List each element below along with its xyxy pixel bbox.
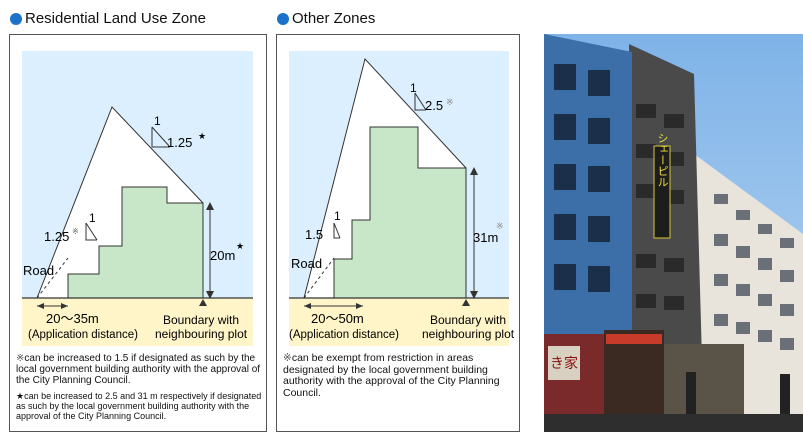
- street-photo-illustration: シェーピル き家: [544, 34, 803, 432]
- height-arrow-up-icon: [470, 167, 478, 175]
- awning: [606, 334, 662, 344]
- boundary-line2: neighbouring plot: [422, 327, 515, 341]
- bullet-dot-icon: [277, 12, 289, 25]
- road-slope-hyp: [85, 222, 98, 241]
- height-value: 31m: [473, 230, 498, 245]
- top-slope-value: 2.5: [425, 98, 443, 113]
- top-slope-value: 1.25: [167, 135, 192, 150]
- right-diagram-frame: 1 2.5 ※ 1 1.5 31m ※ Road 20～50m (Applica…: [276, 34, 520, 432]
- boundary-line1: Boundary with: [163, 313, 239, 327]
- note-mark: ※: [16, 353, 25, 364]
- road-slope-line: [36, 257, 69, 299]
- boundary-line1: Boundary with: [430, 313, 506, 327]
- street: [544, 414, 803, 432]
- note-text: can be increased to 1.5 if designated as…: [16, 353, 261, 386]
- right-setback-diagram: 1 2.5 ※ 1 1.5 31m ※ Road 20～50m (Applica…: [289, 51, 515, 346]
- distance-note: (Application distance): [289, 329, 399, 341]
- distance-value: 20～50m: [311, 311, 364, 326]
- top-slope-hyp: [151, 126, 171, 148]
- top-slope-hyp: [414, 92, 427, 111]
- distance-note: (Application distance): [28, 329, 138, 341]
- road-slope-value: 1.5: [305, 227, 323, 242]
- left-note-1: ※can be increased to 1.5 if designated a…: [16, 353, 262, 386]
- road-slope-value: 1.25: [44, 229, 69, 244]
- height-arrow-down-icon: [470, 291, 478, 299]
- top-slope-mark: ★: [198, 131, 206, 141]
- road-slope-triangle: [333, 223, 340, 239]
- left-panel-title: Residential Land Use Zone: [10, 10, 206, 27]
- distance-arrow-right-icon: [61, 303, 68, 309]
- road-slope-one: 1: [89, 211, 96, 225]
- note-mark: ★: [16, 391, 25, 401]
- top-slope-triangle: [151, 127, 170, 148]
- height-arrow-down-icon: [206, 291, 214, 299]
- bullet-dot-icon: [10, 12, 22, 25]
- road-label: Road: [291, 256, 322, 271]
- road-slope-line: [303, 257, 335, 299]
- distance-value: 20～35m: [46, 311, 99, 326]
- road-label: Road: [23, 263, 54, 278]
- height-value: 20m: [210, 248, 235, 263]
- height-mark: ※: [496, 221, 504, 231]
- height-arrow-up-icon: [206, 202, 214, 210]
- left-note-2: ★can be increased to 2.5 and 31 m respec…: [16, 391, 262, 421]
- top-slope-one: 1: [410, 81, 417, 95]
- boundary-marker-icon: [199, 299, 207, 306]
- top-slope-one: 1: [154, 114, 161, 128]
- road-slope-one: 1: [334, 209, 341, 223]
- distance-arrow-right-icon: [356, 303, 363, 309]
- road-slope-triangle: [85, 223, 97, 241]
- street-photo: シェーピル き家: [544, 34, 803, 432]
- right-note-1: ※can be exempt from restriction in areas…: [283, 352, 515, 399]
- note-text: can be increased to 2.5 and 31 m respect…: [16, 391, 262, 421]
- right-panel-title: Other Zones: [277, 10, 375, 27]
- pedestrian: [686, 372, 696, 414]
- left-diagram-frame: 1 1.25 ★ 1 1.25 ※ 20m ★ Road 20～35m (App…: [9, 34, 267, 432]
- vertical-sign-text: シェーピル: [656, 133, 669, 188]
- road-slope-hyp: [333, 222, 341, 239]
- note-text: can be exempt from restriction in areas …: [283, 352, 500, 399]
- vertical-shop-sign: [653, 145, 671, 239]
- left-panel-title-text: Residential Land Use Zone: [25, 10, 206, 27]
- shop-banner-text: き家: [550, 355, 578, 371]
- building-shape: [333, 126, 467, 299]
- right-panel-title-text: Other Zones: [292, 10, 376, 27]
- top-slope-triangle: [414, 93, 426, 111]
- height-mark: ★: [236, 241, 244, 251]
- building-shape: [67, 186, 204, 299]
- shop-banner: [548, 346, 580, 380]
- boundary-line2: neighbouring plot: [155, 327, 248, 341]
- boundary-marker-icon: [462, 299, 470, 306]
- road-slope-mark: ※: [72, 227, 79, 236]
- left-setback-diagram: 1 1.25 ★ 1 1.25 ※ 20m ★ Road 20～35m (App…: [22, 51, 253, 346]
- pedestrian: [780, 374, 790, 414]
- note-mark: ※: [283, 352, 292, 364]
- top-slope-mark: ※: [446, 97, 454, 107]
- distance-arrow-left-icon: [37, 303, 44, 309]
- distance-arrow-left-icon: [304, 303, 311, 309]
